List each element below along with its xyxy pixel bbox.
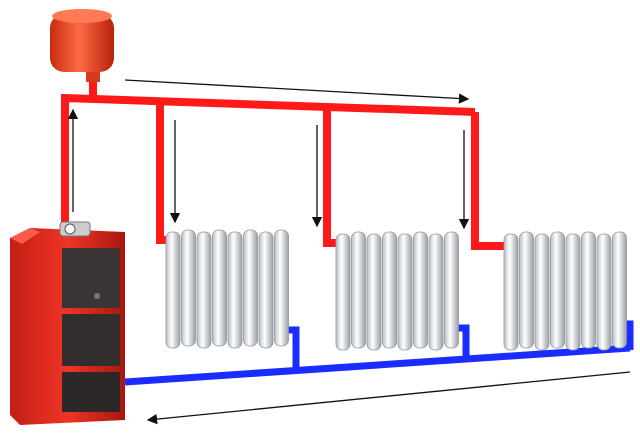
boiler-upper-door bbox=[62, 248, 120, 308]
radiator-section bbox=[227, 231, 243, 349]
radiator-section bbox=[274, 229, 289, 347]
arrow-return-left bbox=[146, 371, 631, 425]
radiator-section bbox=[550, 231, 565, 349]
radiator-3 bbox=[503, 231, 627, 351]
supply-drop-1 bbox=[156, 101, 172, 244]
radiator-section bbox=[534, 233, 550, 351]
return-drop-2 bbox=[456, 324, 470, 358]
radiator-section bbox=[503, 233, 519, 351]
supply-drop-3 bbox=[471, 112, 510, 250]
radiator-section bbox=[428, 233, 444, 351]
arrow-supply-right bbox=[124, 79, 470, 104]
radiator-section bbox=[596, 233, 612, 351]
radiator-section bbox=[565, 233, 581, 351]
boiler-middle-door bbox=[62, 314, 120, 366]
radiator-section bbox=[444, 231, 459, 349]
radiator-2 bbox=[335, 231, 459, 351]
radiator-section bbox=[397, 233, 413, 351]
radiator-section bbox=[165, 231, 181, 349]
radiator-section bbox=[382, 231, 397, 349]
radiator-section bbox=[212, 229, 227, 347]
return-drop-1 bbox=[288, 326, 300, 370]
boiler bbox=[10, 221, 125, 425]
radiator-section bbox=[181, 229, 196, 347]
supply-main-pipe bbox=[61, 93, 476, 232]
supply-drop-2 bbox=[323, 107, 340, 247]
radiators bbox=[165, 229, 627, 351]
radiator-section bbox=[351, 231, 366, 349]
radiator-section bbox=[335, 233, 351, 351]
radiator-section bbox=[196, 231, 212, 349]
flow-arrows bbox=[67, 79, 631, 425]
boiler-ash-door bbox=[62, 372, 120, 412]
return-main-pipe bbox=[124, 344, 631, 386]
radiator-section bbox=[612, 231, 627, 349]
radiator-section bbox=[519, 231, 534, 349]
radiator-section bbox=[366, 233, 382, 351]
radiator-section bbox=[258, 231, 274, 349]
expansion-tank bbox=[50, 9, 114, 82]
radiator-section bbox=[413, 231, 428, 349]
radiator-section bbox=[243, 229, 258, 347]
radiator-section bbox=[581, 231, 596, 349]
radiator-1 bbox=[165, 229, 289, 349]
